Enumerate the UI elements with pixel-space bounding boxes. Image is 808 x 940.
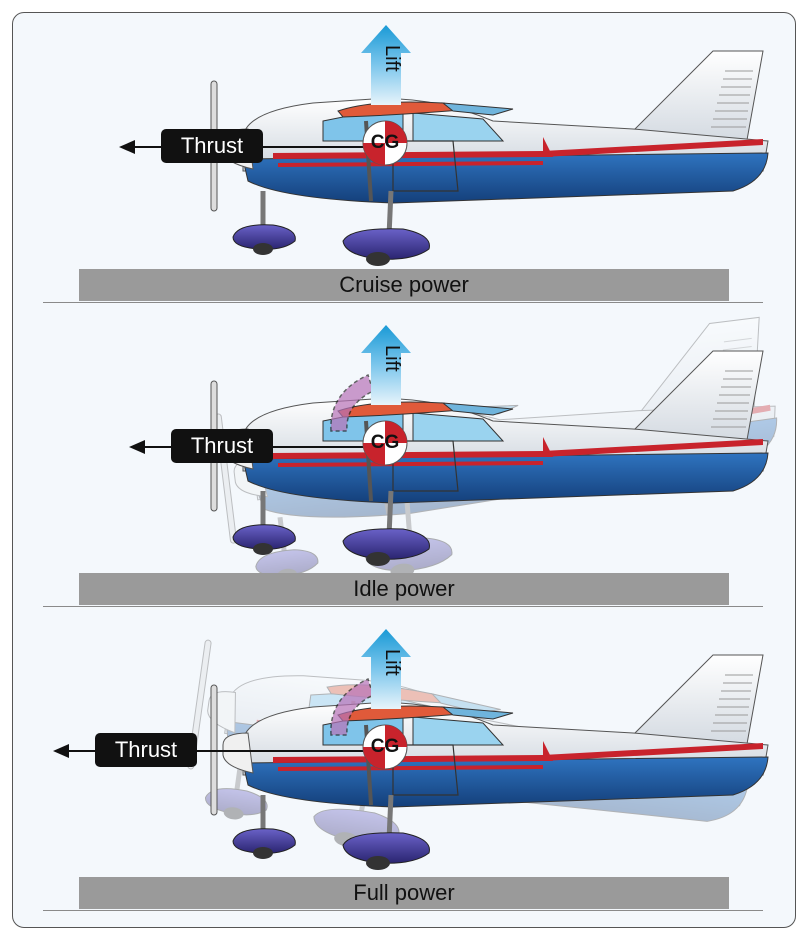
cg-symbol bbox=[362, 120, 408, 166]
lift-label: Lift bbox=[381, 649, 403, 676]
lift-label: Lift bbox=[381, 345, 403, 372]
cg-label: CG bbox=[370, 132, 400, 153]
diagram-frame: Thrust Lift CG Cruise power bbox=[12, 12, 796, 928]
ground-line bbox=[43, 302, 763, 303]
pitch-arc bbox=[330, 373, 374, 432]
ground-line bbox=[43, 910, 763, 911]
airplane bbox=[211, 351, 768, 566]
airplane bbox=[211, 51, 768, 266]
caption-idle-power: Idle power bbox=[79, 573, 729, 605]
lift-arrow bbox=[361, 629, 411, 709]
thrust-label: Thrust bbox=[180, 133, 244, 158]
pitch-arc bbox=[330, 677, 374, 736]
thrust-arrow bbox=[129, 429, 373, 463]
ground-line bbox=[43, 606, 763, 607]
cg-symbol bbox=[362, 420, 408, 466]
thrust-arrow bbox=[53, 733, 373, 767]
caption-full-power: Full power bbox=[79, 877, 729, 909]
lift-arrow bbox=[361, 25, 411, 105]
panel-cruise-power: Thrust Lift CG Cruise power bbox=[13, 13, 795, 313]
panel-idle-power: Thrust Lift CG Idle power bbox=[13, 313, 795, 613]
cruise-illustration bbox=[119, 25, 795, 313]
thrust-label: Thrust bbox=[190, 433, 254, 458]
cg-label: CG bbox=[370, 432, 400, 453]
caption-cruise-power: Cruise power bbox=[79, 269, 729, 301]
idle-illustration bbox=[129, 313, 795, 613]
panel-full-power: Thrust Lift CG Full power bbox=[13, 617, 795, 917]
thrust-arrow bbox=[119, 129, 373, 163]
lift-label: Lift bbox=[381, 45, 403, 72]
cg-label: CG bbox=[370, 736, 400, 757]
thrust-label: Thrust bbox=[114, 737, 178, 762]
cg-symbol bbox=[362, 724, 408, 770]
full-illustration bbox=[53, 617, 795, 917]
lift-arrow bbox=[361, 325, 411, 405]
